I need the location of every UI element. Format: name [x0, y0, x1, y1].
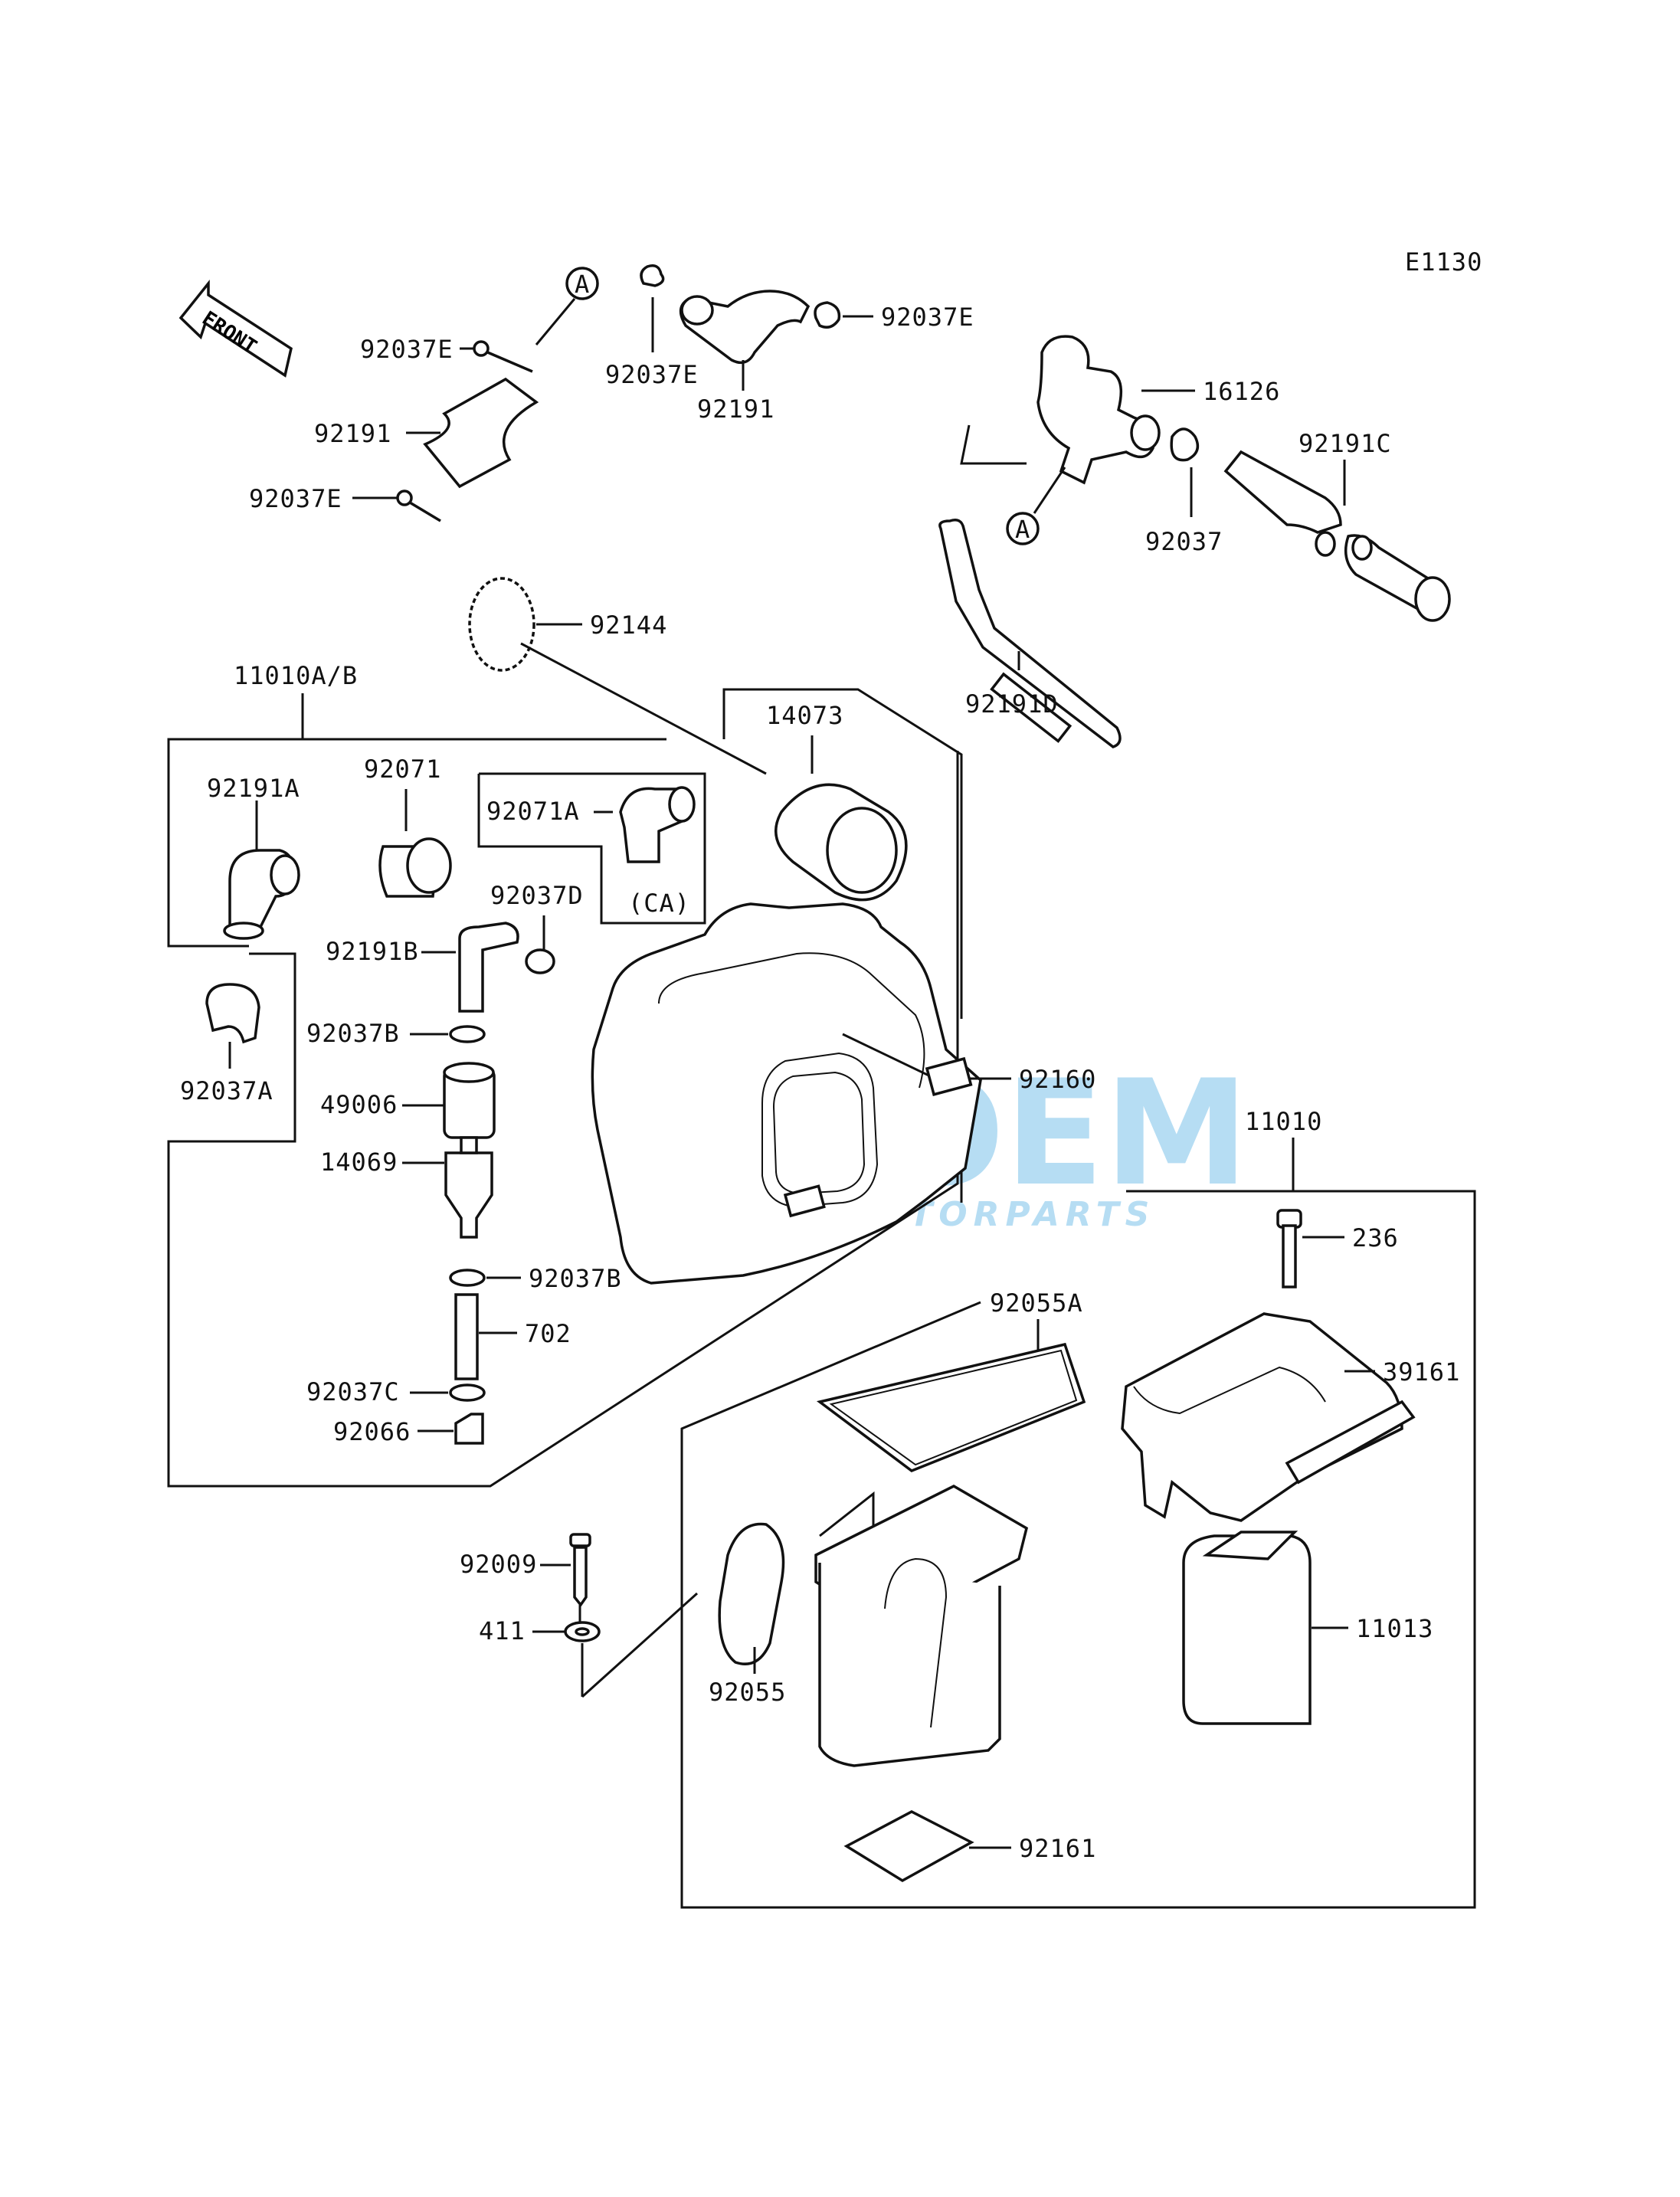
box-92071A: 92071A (CA): [477, 772, 706, 925]
clamp-92037C: 92037C: [306, 1377, 486, 1406]
label-92191A: 92191A: [207, 774, 300, 803]
clamp-92037A: 92037A: [180, 983, 273, 1105]
label-49006: 49006: [320, 1090, 398, 1119]
hose-92191C-a: [1223, 450, 1342, 534]
label-236: 236: [1352, 1223, 1399, 1252]
gasket-92055: 92055: [709, 1522, 786, 1707]
filter-49006: 49006: [320, 1062, 496, 1139]
cover-39161: 39161: [1121, 1312, 1460, 1522]
airbox-case: [814, 1485, 1029, 1767]
label-92037A: 92037A: [180, 1076, 273, 1105]
pad-92161: 92161: [843, 1810, 1096, 1883]
label-92160: 92160: [1019, 1065, 1096, 1094]
label-92037D: 92037D: [490, 881, 584, 910]
hose-92191B-body: [458, 922, 519, 1013]
hose-702: 702: [454, 1293, 571, 1380]
label-92191C: 92191C: [1298, 429, 1392, 458]
label-92037B-2: 92037B: [529, 1264, 622, 1293]
label-14069: 14069: [320, 1148, 398, 1177]
callout-a-circle-1: [565, 267, 599, 300]
bolt-236: 236: [1276, 1209, 1399, 1288]
label-92071A: 92071A: [486, 797, 580, 826]
label-92191-1: 92191: [314, 419, 391, 448]
label-92037E-4: 92037E: [881, 303, 974, 332]
label-92191-2: 92191: [697, 395, 775, 424]
label-92037: 92037: [1145, 527, 1223, 556]
gasket-92144: 92144: [468, 577, 767, 775]
label-92161: 92161: [1019, 1834, 1096, 1863]
label-92037E-2: 92037E: [249, 484, 342, 513]
clamp-92037B-2: 92037B: [449, 1264, 622, 1293]
drain-body: [454, 1413, 484, 1445]
pad-92160: 92160: [842, 1033, 1096, 1096]
label-11010: 11010: [1245, 1107, 1322, 1136]
clamp-92037D: 92037D: [490, 881, 584, 974]
label-11013: 11013: [1356, 1614, 1433, 1643]
hose-92191D: [938, 519, 1122, 748]
boot-14073: 14073: [766, 701, 908, 902]
label-92037E-3: 92037E: [605, 360, 699, 389]
hose-group-top-right: 16126 92037 92191C A 92191D: [938, 335, 1451, 748]
label-92071: 92071: [364, 755, 441, 784]
gasket-92055A: 92055A: [816, 1288, 1086, 1472]
clamp-92037B-1: 92037B: [306, 1019, 486, 1048]
front-arrow-icon: FRONT: [178, 280, 293, 378]
hose-group-top-center: 92037E 92191 92037E: [605, 264, 974, 424]
label-92066: 92066: [333, 1417, 411, 1446]
assembly-11010-outline: 11010: [680, 1107, 1476, 1909]
airbox-housing: [591, 902, 982, 1285]
label-411: 411: [479, 1616, 526, 1645]
diagram-code: E1130: [1405, 247, 1482, 277]
label-11010AB: 11010A/B: [234, 661, 358, 690]
label-92191B: 92191B: [326, 937, 419, 966]
label-92037B-1: 92037B: [306, 1019, 400, 1048]
label-92009: 92009: [460, 1550, 537, 1579]
label-39161: 39161: [1383, 1357, 1460, 1387]
label-92055A: 92055A: [990, 1288, 1083, 1318]
filter-14069-body: [444, 1151, 493, 1239]
elbow-92191A: 92191A: [207, 774, 300, 940]
clamp-92037E-3: [640, 264, 665, 287]
label-702: 702: [525, 1319, 571, 1348]
hose-92191B: 92191B: [326, 922, 519, 1013]
valve-16126: [1036, 335, 1155, 485]
screw-92009: 92009: [460, 1533, 591, 1628]
callout-a-2: A: [1015, 515, 1030, 544]
callout-a-1: A: [575, 270, 590, 299]
label-92037E-1: 92037E: [360, 335, 454, 364]
drain-92066: 92066: [333, 1413, 484, 1446]
grommet-92071: 92071: [364, 755, 452, 898]
filter-14069: 14069: [320, 1136, 493, 1239]
label-92037C: 92037C: [306, 1377, 400, 1406]
label-CA: (CA): [628, 889, 690, 918]
label-14073: 14073: [766, 701, 843, 730]
label-92144: 92144: [590, 611, 667, 640]
element-11013: 11013: [1182, 1531, 1433, 1725]
clamp-92037: [1170, 427, 1200, 462]
assembly-11010AB-outline: 11010A/B: [167, 661, 963, 1488]
hose-group-top-left: A 92037E 92191 92037E: [249, 267, 599, 522]
washer-411: 411: [479, 1592, 699, 1698]
clamp-body: [205, 983, 260, 1044]
label-92191D: 92191D: [965, 689, 1059, 719]
callout-a-circle-2: [1006, 512, 1040, 545]
clamp-92037E-4: [814, 301, 841, 329]
label-16126: 16126: [1203, 377, 1280, 406]
hose-92191-1: [423, 377, 539, 489]
label-92055: 92055: [709, 1678, 786, 1707]
